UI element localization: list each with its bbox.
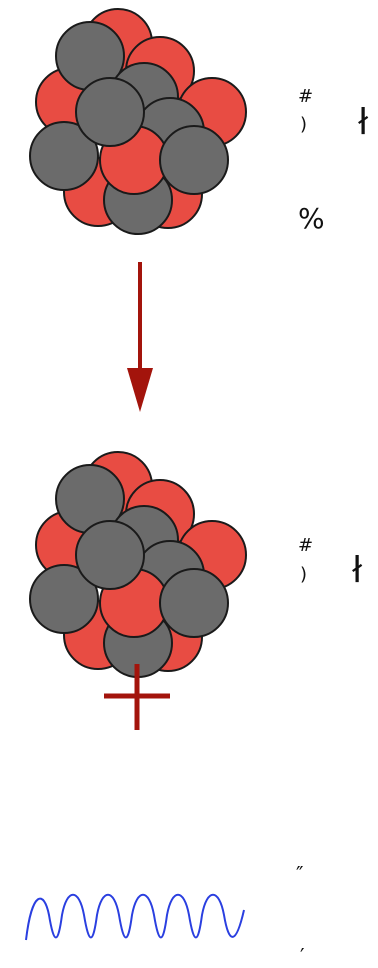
- top-superscript: #: [298, 86, 314, 107]
- daughter-nucleus: [29, 451, 247, 678]
- down-arrow-icon: [127, 262, 153, 412]
- plus-icon: [104, 664, 170, 730]
- photon-mark-bottom: ′: [300, 944, 305, 968]
- photon-wave-icon: [25, 894, 245, 941]
- parent-nucleus: [29, 8, 247, 235]
- bottom-symbol: ł: [352, 550, 363, 591]
- bottom-paren: ): [300, 564, 308, 585]
- top-percent: %: [298, 202, 325, 235]
- top-symbol: ł: [358, 102, 369, 143]
- photon-mark-top: ″: [296, 862, 304, 886]
- bottom-superscript: #: [298, 535, 314, 556]
- top-paren: ): [300, 114, 308, 135]
